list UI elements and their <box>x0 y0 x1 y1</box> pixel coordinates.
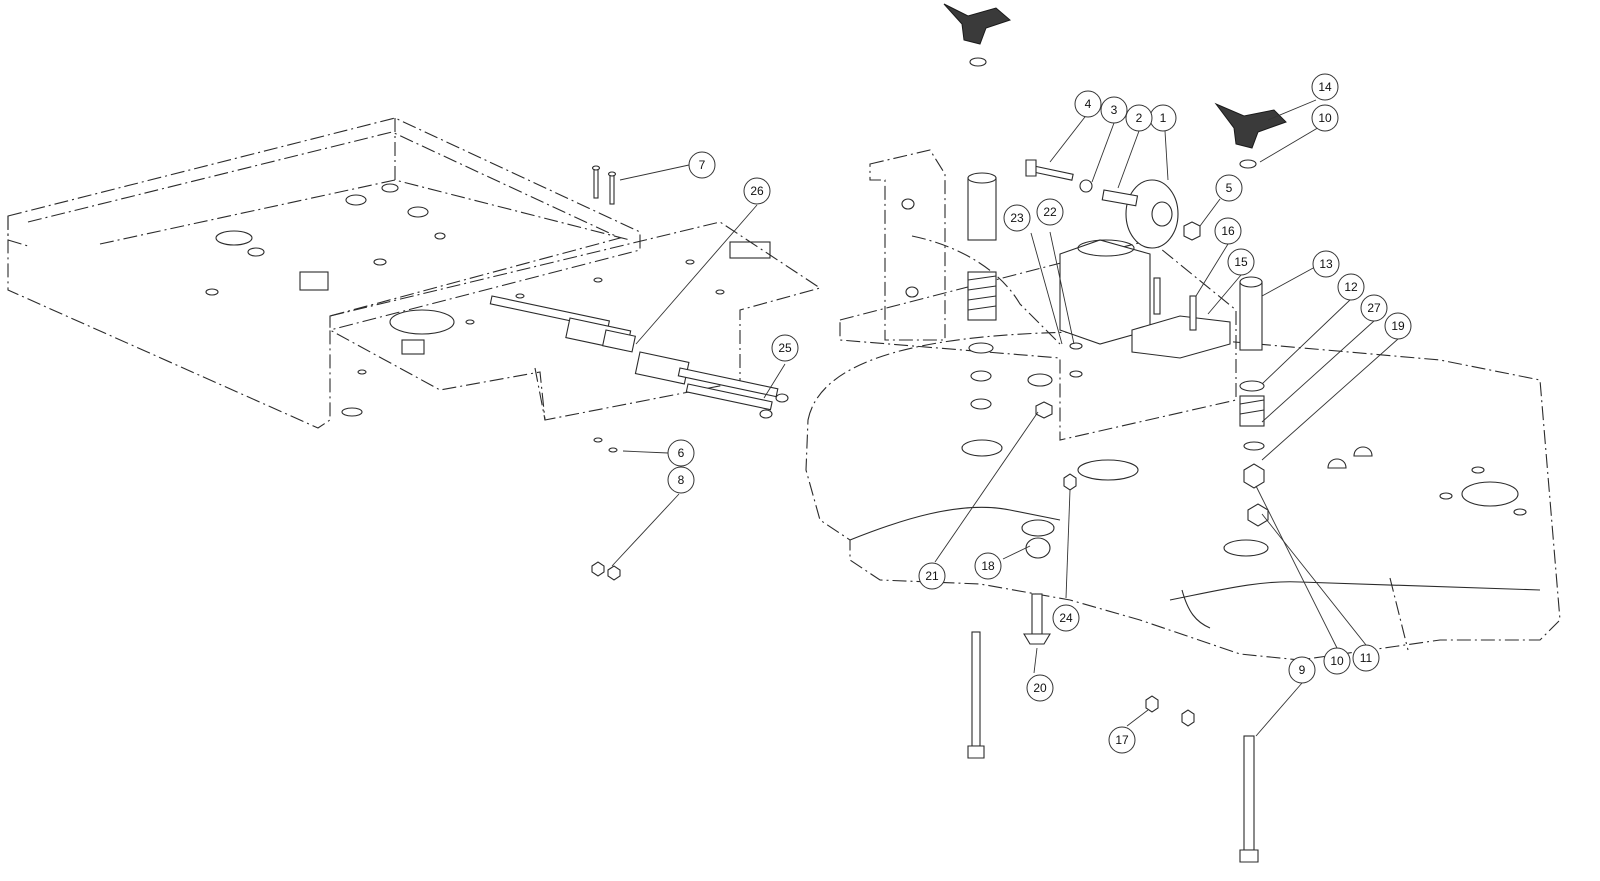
callout-label: 15 <box>1234 255 1248 269</box>
spring-left <box>967 271 997 321</box>
callout-21: 21 <box>918 562 946 590</box>
callout-10-lower: 10 <box>1323 647 1351 675</box>
callout-18: 18 <box>974 552 1002 580</box>
callout-label: 23 <box>1010 211 1024 225</box>
callout-1: 1 <box>1149 104 1177 132</box>
callout-2: 2 <box>1125 104 1153 132</box>
callout-3: 3 <box>1100 96 1128 124</box>
callout-label: 10 <box>1330 654 1344 668</box>
callout-label: 2 <box>1136 111 1143 125</box>
callout-23: 23 <box>1003 204 1031 232</box>
callout-label: 8 <box>678 473 685 487</box>
callout-9: 9 <box>1288 656 1316 684</box>
seat-base-assembly <box>805 3 1561 863</box>
callout-label: 22 <box>1043 205 1057 219</box>
callout-5: 5 <box>1215 174 1243 202</box>
callout-8: 8 <box>667 466 695 494</box>
callout-label: 9 <box>1299 663 1306 677</box>
callout-label: 1 <box>1160 111 1167 125</box>
callout-label: 20 <box>1033 681 1047 695</box>
callout-11: 11 <box>1352 644 1380 672</box>
callout-label: 11 <box>1360 651 1373 665</box>
leader-lines <box>611 99 1399 737</box>
callout-22: 22 <box>1036 198 1064 226</box>
callout-15: 15 <box>1227 248 1255 276</box>
callout-label: 25 <box>778 341 792 355</box>
callout-20: 20 <box>1026 674 1054 702</box>
callout-label: 14 <box>1318 80 1332 94</box>
callout-19: 19 <box>1384 312 1412 340</box>
callout-25: 25 <box>771 334 799 362</box>
callout-27: 27 <box>1360 294 1388 322</box>
callout-4: 4 <box>1074 90 1102 118</box>
callout-16: 16 <box>1214 217 1242 245</box>
callout-label: 7 <box>699 158 706 172</box>
callout-24: 24 <box>1052 604 1080 632</box>
callout-label: 4 <box>1085 97 1092 111</box>
callout-label: 10 <box>1318 111 1332 125</box>
callout-label: 12 <box>1344 280 1358 294</box>
callout-label: 17 <box>1115 733 1129 747</box>
callout-label: 27 <box>1367 301 1381 315</box>
callout-label: 24 <box>1059 611 1073 625</box>
callout-label: 5 <box>1226 181 1233 195</box>
callout-label: 21 <box>925 569 939 583</box>
callout-10-upper: 10 <box>1311 104 1339 132</box>
callout-17: 17 <box>1108 726 1136 754</box>
callout-6: 6 <box>667 439 695 467</box>
callout-label: 13 <box>1319 257 1333 271</box>
callout-label: 16 <box>1221 224 1235 238</box>
callout-26: 26 <box>743 177 771 205</box>
callout-14: 14 <box>1311 73 1339 101</box>
callout-7: 7 <box>688 151 716 179</box>
callout-label: 3 <box>1111 103 1118 117</box>
callout-label: 19 <box>1391 319 1405 333</box>
callout-12: 12 <box>1337 273 1365 301</box>
callout-13: 13 <box>1312 250 1340 278</box>
callout-label: 26 <box>750 184 764 198</box>
callout-label: 6 <box>678 446 685 460</box>
callout-label: 18 <box>981 559 995 573</box>
seat-tray-assembly <box>7 117 822 581</box>
